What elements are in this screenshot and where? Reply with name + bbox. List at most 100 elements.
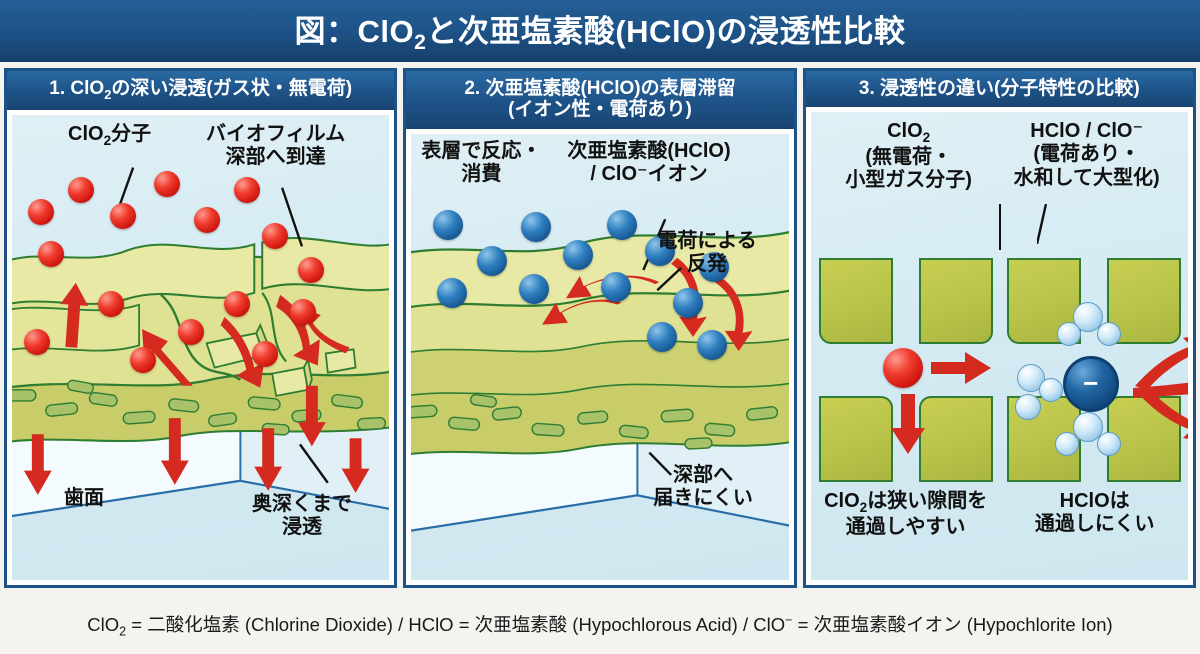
hclo-molecule (477, 245, 508, 276)
footer-legend-bar: ClO2 = 二酸化塩素 (Chlorine Dioxide) / HClO =… (0, 596, 1200, 654)
repulsion-arrows-2 (542, 257, 753, 351)
water-molecule (1096, 322, 1121, 347)
footer-legend-tail: = 二酸化塩素 (Chlorine Dioxide) / HClO = 次亜塩素… (126, 614, 786, 636)
label-reacts-at-surface: 表層で反応・ 消費 (421, 140, 541, 186)
water-molecule (1014, 394, 1041, 421)
panel-1-artwork (12, 167, 390, 518)
hclo-molecule (697, 329, 728, 360)
panel-1-heading-main: 1. ClO (49, 78, 105, 99)
footer-clo2-main: ClO (87, 614, 120, 636)
label-deep-penetration-line2: 浸透 (282, 516, 322, 539)
hclo-molecule (673, 287, 704, 318)
label-hclo-blocked-line2: 通過しにくい (1034, 513, 1155, 536)
hclo-leader-line (1037, 204, 1048, 245)
clo2-molecule (28, 199, 54, 226)
minus-charge-glyph: − (1083, 367, 1099, 398)
label-clo2-passes-main: ClO (824, 490, 860, 513)
panel-divider-line (999, 204, 1002, 251)
panel-3-heading-line1: 3. 浸透性の違い(分子特性の比較) (858, 78, 1140, 99)
label-consumed-line2: 消費 (461, 162, 502, 185)
footer-legend: ClO2 = 二酸化塩素 (Chlorine Dioxide) / HClO =… (87, 611, 1112, 639)
label-reach-deep-line1: バイオフィルム (206, 123, 346, 146)
panel-2-artwork (411, 218, 789, 532)
bacteria-rods-1 (12, 379, 387, 436)
clo2-molecule (110, 203, 136, 230)
clo2-molecule (252, 341, 278, 368)
biofilm-layer-1 (12, 237, 390, 443)
clo2-molecule (290, 299, 316, 326)
panel-2-illustration: 表層で反応・ 消費 次亜塩素酸(HClO) / ClO⁻イオン 電荷による 反発… (411, 133, 789, 580)
label-hclo-species: 次亜塩素酸(HClO) / ClO⁻イオン (567, 140, 730, 186)
label-clo2-passes-line2: 通過しやすい (845, 516, 966, 539)
blocked-deflection-arrows (1132, 337, 1188, 440)
clo2-molecule (194, 207, 220, 234)
panel-1-illustration: ClO2分子 バイオフィルム 深部へ到達 歯面 奥深くまで 浸透 (12, 115, 390, 580)
clo2-molecule-passing (882, 348, 923, 389)
panel-1-heading: 1. ClO2の深い浸透(ガス状・無電荷) (7, 71, 395, 111)
bacteria-rods-2 (411, 393, 779, 450)
label-hclo-blocked: HClOは 通過しにくい (1007, 490, 1183, 536)
clo2-molecule (298, 257, 324, 284)
label-clo2-molecule-sub: 2 (103, 133, 112, 149)
water-molecule (1056, 322, 1081, 347)
label-reaches-biofilm-depth: バイオフィルム 深部へ到達 (206, 123, 345, 169)
label-repulsion-line2: 反発 (687, 252, 728, 275)
footer-clo-minus-sup: − (785, 613, 793, 627)
label-clo2-passes-sub: 2 (859, 500, 868, 516)
clo2-molecule (98, 291, 124, 318)
hclo-molecule (563, 239, 594, 270)
panel-2-heading-line2: (イオン性・電荷あり) (508, 99, 692, 121)
barrier-block (918, 396, 993, 483)
hclo-molecule (601, 271, 632, 302)
panel-1-heading-sub: 2 (104, 86, 112, 102)
label-repulsion-line1: 電荷による (657, 229, 757, 252)
footer-legend-end: = 次亜塩素酸イオン (Hypochlorite Ion) (792, 614, 1113, 636)
barrier-block (818, 396, 893, 483)
footer-clo2-sub: 2 (119, 624, 127, 639)
panel-2-heading: 2. 次亜塩素酸(HClO)の表層滞留 (イオン性・電荷あり) (406, 71, 794, 129)
hclo-molecule (647, 321, 678, 352)
label-clo2-passes-tail: は狭い隙間を (867, 490, 988, 513)
clo2-molecule (68, 177, 94, 204)
negative-ion: − (1062, 356, 1119, 413)
label-clo2-properties-line3: 小型ガス分子) (845, 169, 972, 192)
label-consumed-line1: 表層で反応・ (421, 139, 542, 162)
label-hclo-properties-line1: HClO / ClO⁻ (1030, 120, 1144, 143)
hclo-molecule (437, 277, 468, 308)
diagram-title-bar: 図：ClO2と次亜塩素酸(HClO)の浸透性比較 (0, 0, 1200, 62)
label-clo2-properties-sub: 2 (922, 130, 931, 146)
panel-permeability-difference: 3. 浸透性の違い(分子特性の比較) ClO2 (無電荷・ 小型ガス分子) HC… (802, 68, 1196, 588)
label-clo2-properties: ClO2 (無電荷・ 小型ガス分子) (825, 120, 993, 192)
label-clo2-passes-line1: ClO2は狭い隙間を (813, 490, 999, 516)
label-clo2-properties-line1: ClO2 (825, 120, 993, 146)
clo2-pass-arrows (890, 352, 991, 455)
label-cannot-reach-line2: 届きにくい (653, 486, 753, 509)
panel-2-heading-line1: 2. 次亜塩素酸(HClO)の表層滞留 (464, 78, 736, 99)
panel-hclo-surface-retention: 2. 次亜塩素酸(HClO)の表層滞留 (イオン性・電荷あり) (403, 68, 797, 588)
label-hclo-properties-line2: (電荷あり・ (1033, 143, 1140, 166)
clo2-molecule (38, 241, 64, 268)
label-reach-deep-line2: 深部へ到達 (225, 146, 326, 169)
label-deep-penetration: 奥深くまで 浸透 (252, 493, 352, 539)
hclo-molecule (521, 211, 552, 242)
label-hclo-properties: HClO / ClO⁻ (電荷あり・ 水和して大型化) (995, 120, 1179, 190)
label-hclo-properties-line3: 水和して大型化) (1013, 166, 1160, 189)
clo2-molecule (130, 347, 156, 374)
panel-1-heading-tail: の深い浸透(ガス状・無電荷) (111, 78, 353, 99)
label-clo2-properties-main: ClO (887, 120, 923, 143)
hclo-molecule (433, 209, 464, 240)
label-species-line2: / ClO⁻イオン (590, 162, 708, 185)
label-deep-penetration-line1: 奥深くまで (252, 493, 352, 516)
clo2-molecule (224, 291, 250, 318)
label-clo2-molecule: ClO2分子 (68, 123, 151, 149)
label-clo2-properties-line2: (無電荷・ (865, 146, 952, 169)
panel-row: 1. ClO2の深い浸透(ガス状・無電荷) (0, 68, 1200, 588)
clo2-molecule (178, 319, 204, 346)
clo2-molecule (24, 329, 50, 356)
label-species-line1: 次亜塩素酸(HClO) (567, 139, 731, 162)
clo2-molecule (234, 177, 260, 204)
hclo-molecule (607, 209, 638, 240)
clo2-molecule (262, 223, 288, 250)
barrier-block (918, 258, 993, 345)
